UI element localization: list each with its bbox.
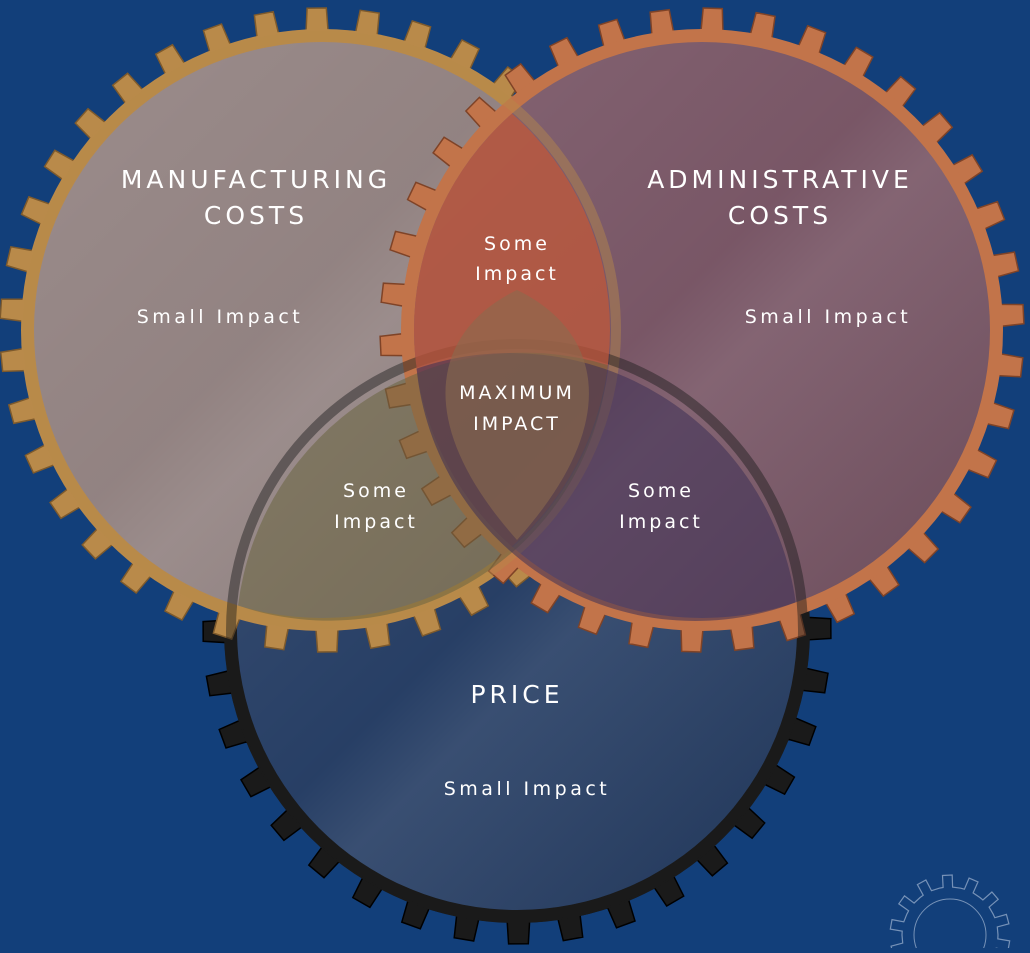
svg-text:COSTS: COSTS <box>728 201 832 230</box>
svg-text:Impact: Impact <box>619 511 703 533</box>
administrative-impact-label: Small Impact <box>745 306 912 328</box>
overlap-center <box>445 290 589 540</box>
administrative-title: ADMINISTRATIVE COSTS <box>647 165 913 230</box>
overlap-left-label: Some Impact <box>334 480 418 533</box>
gear-outline-icon <box>889 874 1011 953</box>
svg-text:IMPACT: IMPACT <box>473 413 561 435</box>
price-impact-label: Small Impact <box>444 778 611 800</box>
overlap-center-label: MAXIMUM IMPACT <box>459 382 575 435</box>
svg-text:MAXIMUM: MAXIMUM <box>459 382 575 404</box>
svg-text:MANUFACTURING: MANUFACTURING <box>121 165 391 194</box>
price-title: PRICE <box>470 680 563 709</box>
manufacturing-gear-inner-ring <box>23 31 621 629</box>
svg-text:Impact: Impact <box>334 511 418 533</box>
manufacturing-title: MANUFACTURING COSTS <box>121 165 391 230</box>
svg-text:Impact: Impact <box>475 263 559 285</box>
svg-text:ADMINISTRATIVE: ADMINISTRATIVE <box>647 165 913 194</box>
overlap-right-label: Some Impact <box>619 480 703 533</box>
svg-text:COSTS: COSTS <box>204 201 308 230</box>
svg-text:Some: Some <box>628 480 694 502</box>
svg-text:Some: Some <box>343 480 409 502</box>
svg-text:Some: Some <box>484 233 550 255</box>
manufacturing-impact-label: Small Impact <box>137 306 304 328</box>
overlap-top-label: Some Impact <box>475 233 559 285</box>
